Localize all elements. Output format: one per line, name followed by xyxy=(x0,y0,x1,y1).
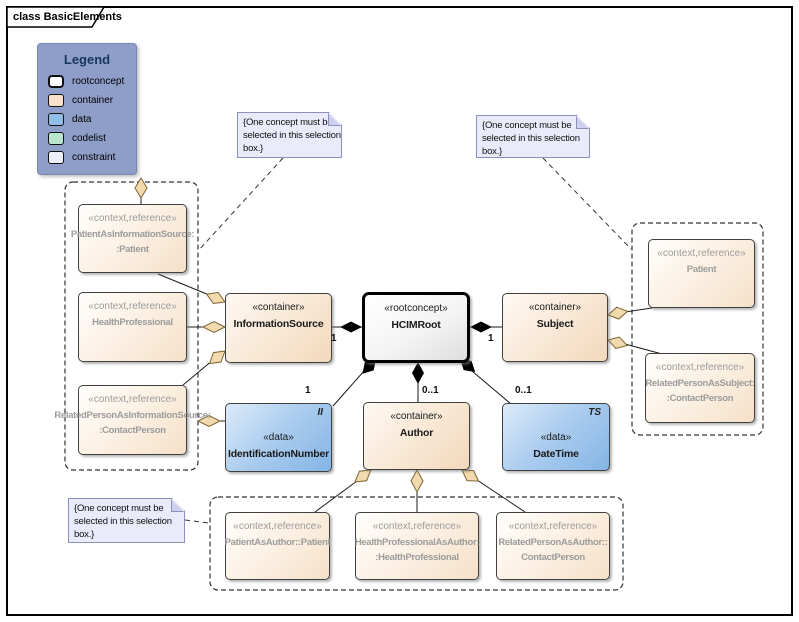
multiplicity-label: 1 xyxy=(331,333,337,344)
note-text: box.} xyxy=(482,146,503,157)
note-text: {One concept must be xyxy=(482,120,572,131)
legend-swatch-codelist xyxy=(48,132,64,145)
stereotype: «rootconcept» xyxy=(384,303,448,314)
legend-item-label: codelist xyxy=(72,133,106,144)
legend-swatch-data xyxy=(48,113,64,126)
note-text: selected in this selection xyxy=(482,133,580,144)
class-information-source[interactable]: «container» InformationSource xyxy=(225,293,332,363)
stereotype: «context,reference» xyxy=(233,521,322,532)
stereotype: «data» xyxy=(263,432,294,443)
diagram-frame xyxy=(6,6,793,616)
class-name: HCIMRoot xyxy=(391,319,441,331)
stereotype: «context,reference» xyxy=(655,362,745,373)
class-patient[interactable]: «context,reference» Patient xyxy=(648,239,755,308)
note-text: selected in this selection xyxy=(243,130,341,141)
class-name: DateTime xyxy=(533,448,579,460)
stereotype: «container» xyxy=(252,302,305,313)
class-related-person-as-information-source[interactable]: «context,reference» RelatedPersonAsInfor… xyxy=(54,385,211,455)
class-name: Author xyxy=(399,427,434,439)
class-related-person-as-author[interactable]: «context,reference» RelatedPersonAsAutho… xyxy=(496,512,610,580)
multiplicity-label: 1 xyxy=(488,333,494,344)
multiplicity-label: 0..1 xyxy=(515,385,532,396)
class-name: :Patient xyxy=(116,244,149,255)
legend-item-label: constraint xyxy=(72,152,116,163)
legend: Legend rootconcept container data codeli… xyxy=(37,43,137,175)
stereotype: «data» xyxy=(540,432,572,443)
class-name: InformationSource xyxy=(233,318,324,330)
class-name: PatientAsAuthor::Patient xyxy=(224,537,331,548)
stereotype: «context,reference» xyxy=(657,248,746,259)
note-text: {One concept must be xyxy=(243,117,333,128)
stereotype: «context,reference» xyxy=(508,521,598,532)
legend-swatch-container xyxy=(48,94,64,107)
class-name: RelatedPersonAsInformationSource: xyxy=(54,410,211,421)
note-text: box.} xyxy=(74,529,95,540)
class-health-professional[interactable]: «context,reference» HealthProfessional xyxy=(78,292,187,362)
class-name: ContactPerson xyxy=(521,552,585,563)
note-information-source-constraint[interactable]: {One concept must be selected in this se… xyxy=(237,112,342,158)
class-name: :ContactPerson xyxy=(99,425,166,436)
frame-tab-label: class BasicElements xyxy=(13,11,122,23)
class-name: Patient xyxy=(686,264,717,275)
stereotype: «context,reference» xyxy=(372,521,462,532)
class-name: :ContactPerson xyxy=(666,393,734,404)
class-name: Subject xyxy=(536,318,574,330)
class-name: HealthProfessional xyxy=(92,317,173,328)
class-patient-as-information-source[interactable]: «context,reference» PatientAsInformation… xyxy=(71,204,194,273)
class-name: RelatedPersonAsAuthor:: xyxy=(498,537,608,548)
stereotype: «context,reference» xyxy=(88,213,177,224)
legend-swatch-constraint xyxy=(48,151,64,164)
datatype-label: TS xyxy=(588,407,601,418)
note-text: box.} xyxy=(243,143,264,154)
stereotype: «context,reference» xyxy=(88,301,177,312)
stereotype: «container» xyxy=(528,302,582,313)
class-name: HealthProfessionalAsAuthor: xyxy=(354,537,480,548)
class-subject[interactable]: «container» Subject xyxy=(502,293,608,362)
legend-item-constraint: constraint xyxy=(48,151,136,164)
stereotype: «context,reference» xyxy=(88,394,177,405)
legend-item-label: container xyxy=(72,95,114,106)
class-related-person-as-subject[interactable]: «context,reference» RelatedPersonAsSubje… xyxy=(645,353,755,423)
legend-swatch-rootconcept xyxy=(48,75,64,88)
class-patient-as-author[interactable]: «context,reference» PatientAsAuthor::Pat… xyxy=(224,512,331,580)
legend-item-label: data xyxy=(72,114,92,125)
note-text: {One concept must be xyxy=(74,503,164,514)
stereotype: «container» xyxy=(390,411,443,422)
legend-title: Legend xyxy=(63,52,111,67)
note-author-constraint[interactable]: {One concept must be selected in this se… xyxy=(68,498,185,543)
datatype-label: II xyxy=(317,407,323,418)
legend-item-container: container xyxy=(48,94,136,107)
legend-item-codelist: codelist xyxy=(48,132,136,145)
class-name: IdentificationNumber xyxy=(227,448,329,460)
class-datetime[interactable]: TS «data» DateTime xyxy=(502,403,610,471)
class-hcimroot[interactable]: «rootconcept» HCIMRoot xyxy=(362,292,470,363)
class-identification-number[interactable]: II «data» IdentificationNumber xyxy=(225,403,332,472)
multiplicity-label: 0..1 xyxy=(422,385,439,396)
class-health-professional-as-author[interactable]: «context,reference» HealthProfessionalAs… xyxy=(354,512,480,580)
note-text: selected in this selection xyxy=(74,516,172,527)
class-name: PatientAsInformationSource: xyxy=(70,229,195,240)
class-name: RelatedPersonAsSubject: xyxy=(645,378,755,389)
class-author[interactable]: «container» Author xyxy=(363,402,470,470)
note-subject-constraint[interactable]: {One concept must be selected in this se… xyxy=(476,115,590,158)
class-name: :HealthProfessional xyxy=(375,552,459,563)
legend-item-label: rootconcept xyxy=(72,76,125,87)
legend-item-data: data xyxy=(48,113,136,126)
legend-item-rootconcept: rootconcept xyxy=(48,75,136,88)
multiplicity-label: 1 xyxy=(305,385,311,396)
